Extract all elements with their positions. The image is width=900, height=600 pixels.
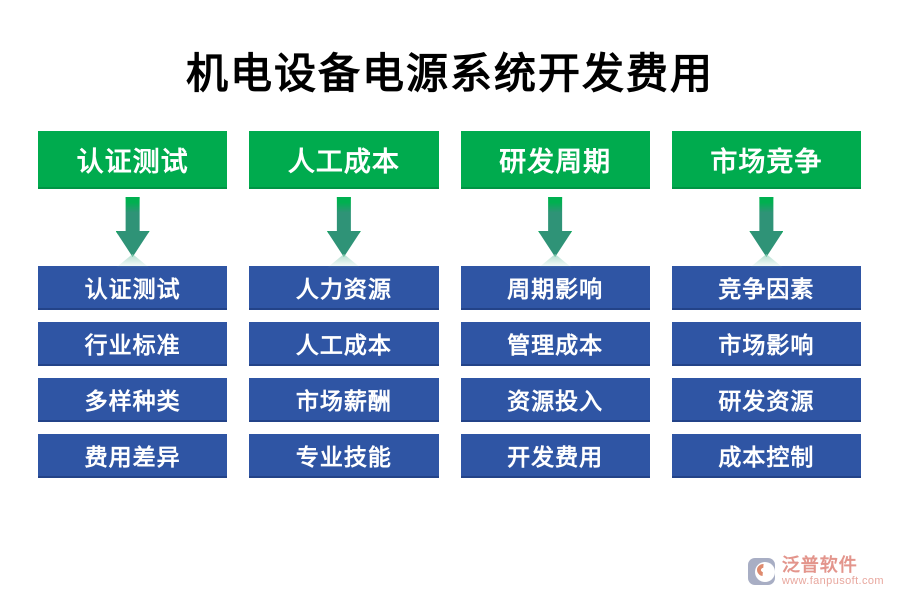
item-box: 市场薪酬 (249, 378, 439, 422)
arrow-reflection (326, 254, 361, 268)
item-box: 开发费用 (460, 434, 650, 478)
arrow-reflection (538, 254, 573, 268)
arrow-zone (38, 189, 227, 268)
item-box: 认证测试 (38, 266, 228, 310)
down-arrow-icon (538, 197, 573, 257)
item-box: 成本控制 (671, 434, 861, 478)
down-arrow-icon (115, 197, 150, 257)
arrow-reflection (749, 254, 784, 268)
watermark: 泛普软件 www.fanpusoft.com (747, 554, 884, 588)
watermark-url: www.fanpusoft.com (781, 575, 884, 588)
arrow-zone (672, 189, 861, 268)
column-header: 人工成本 (249, 131, 439, 189)
column-header: 认证测试 (38, 131, 228, 189)
diagram-grid: 认证测试 认证测试 行业标准 多样种类 费用差异 人工成本 人力资源 人工成本 … (38, 131, 861, 490)
column-header: 研发周期 (460, 131, 650, 189)
item-box: 管理成本 (460, 322, 650, 366)
column-labor-cost: 人工成本 人力资源 人工成本 市场薪酬 专业技能 (249, 131, 439, 490)
item-box: 资源投入 (460, 378, 650, 422)
item-box: 竞争因素 (671, 266, 861, 310)
arrow-reflection (115, 254, 150, 268)
arrow-zone (461, 189, 650, 268)
watermark-text: 泛普软件 www.fanpusoft.com (781, 554, 884, 588)
item-box: 周期影响 (460, 266, 650, 310)
item-box: 专业技能 (249, 434, 439, 478)
down-arrow-icon (749, 197, 784, 257)
page-title: 机电设备电源系统开发费用 (185, 52, 714, 98)
fanpu-logo-icon (747, 558, 775, 586)
arrow-zone (249, 189, 438, 268)
column-rd-cycle: 研发周期 周期影响 管理成本 资源投入 开发费用 (460, 131, 650, 490)
watermark-brand: 泛普软件 (781, 554, 858, 575)
item-box: 行业标准 (38, 322, 228, 366)
down-arrow-icon (326, 197, 361, 257)
item-box: 研发资源 (671, 378, 861, 422)
item-box: 多样种类 (38, 378, 228, 422)
item-box: 费用差异 (38, 434, 228, 478)
column-market-competition: 市场竞争 竞争因素 市场影响 研发资源 成本控制 (671, 131, 861, 490)
column-header: 市场竞争 (671, 131, 861, 189)
item-box: 人力资源 (249, 266, 439, 310)
item-box: 市场影响 (671, 322, 861, 366)
column-certification-testing: 认证测试 认证测试 行业标准 多样种类 费用差异 (38, 131, 228, 490)
item-box: 人工成本 (249, 322, 439, 366)
